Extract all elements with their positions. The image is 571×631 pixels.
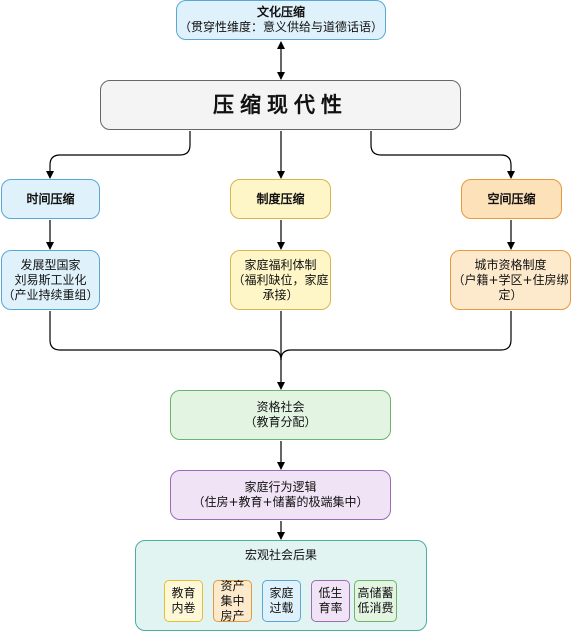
m5-line-1: 高储蓄 bbox=[357, 586, 394, 600]
education-involution-box: 教育 内卷 bbox=[164, 580, 203, 622]
city-line-1: 城市资格制度 bbox=[474, 257, 547, 272]
arrow-main-time bbox=[46, 131, 191, 179]
institution-title: 制度压缩 bbox=[256, 191, 305, 206]
main-title: 压缩现代性 bbox=[213, 92, 348, 117]
space-title: 空间压缩 bbox=[487, 191, 536, 206]
low-fertility-box: 低生 育率 bbox=[311, 580, 350, 622]
dev-line-1: 发展型国家 bbox=[20, 257, 81, 272]
m1-line-2: 内卷 bbox=[171, 601, 196, 615]
family-overload-box: 家庭 过载 bbox=[262, 580, 301, 622]
macro-title: 宏观社会后果 bbox=[244, 548, 317, 562]
m3-line-2: 过载 bbox=[269, 601, 294, 615]
m5-line-2: 低消费 bbox=[357, 601, 394, 615]
m1-line-1: 教育 bbox=[171, 586, 196, 600]
family-subtitle: （住房+教育+储蓄的极端集中） bbox=[192, 495, 369, 509]
family-title: 家庭行为逻辑 bbox=[244, 480, 317, 494]
m2-line-2: 集中 bbox=[220, 593, 245, 608]
culture-title: 文化压缩 bbox=[256, 5, 305, 19]
family-welfare-box: 家庭福利体制 （福利缺位，家庭 承接） bbox=[230, 250, 331, 310]
family-behavior-box: 家庭行为逻辑 （住房+教育+储蓄的极端集中） bbox=[170, 470, 391, 520]
qual-subtitle: （教育分配） bbox=[244, 415, 317, 429]
dev-line-3: （产业持续重组） bbox=[2, 287, 99, 302]
welfare-line-3: 承接） bbox=[262, 287, 299, 302]
m2-line-3: 房产 bbox=[220, 608, 245, 623]
city-line-3: 定） bbox=[498, 287, 523, 302]
compressed-modernity-box: 压缩现代性 bbox=[100, 80, 461, 130]
high-savings-box: 高储蓄 低消费 bbox=[354, 580, 397, 622]
welfare-line-2: （福利缺位，家庭 bbox=[232, 272, 329, 287]
space-compression-box: 空间压缩 bbox=[461, 179, 562, 219]
culture-compression-box: 文化压缩 （贯穿性维度：意义供给与道德话语） bbox=[176, 0, 386, 40]
dev-line-2: 刘易斯工业化 bbox=[14, 272, 87, 287]
m3-line-1: 家庭 bbox=[269, 586, 294, 600]
time-compression-box: 时间压缩 bbox=[1, 179, 100, 219]
welfare-line-1: 家庭福利体制 bbox=[244, 257, 317, 272]
m4-line-2: 育率 bbox=[318, 601, 343, 615]
m4-line-1: 低生 bbox=[318, 586, 343, 600]
city-line-2: （户籍+学区+住房绑 bbox=[452, 272, 569, 287]
urban-qualification-box: 城市资格制度 （户籍+学区+住房绑 定） bbox=[450, 250, 571, 310]
asset-concentration-box: 资产 集中 房产 bbox=[213, 578, 252, 623]
institution-compression-box: 制度压缩 bbox=[230, 179, 331, 219]
merge-left bbox=[49, 311, 282, 361]
qual-title: 资格社会 bbox=[256, 400, 305, 414]
qualification-society-box: 资格社会 （教育分配） bbox=[170, 390, 391, 440]
arrow-main-space bbox=[370, 131, 515, 179]
m2-line-1: 资产 bbox=[220, 578, 245, 593]
developmental-state-box: 发展型国家 刘易斯工业化 （产业持续重组） bbox=[1, 250, 100, 310]
culture-subtitle: （贯穿性维度：意义供给与道德话语） bbox=[178, 20, 383, 34]
time-title: 时间压缩 bbox=[26, 191, 75, 206]
merge-right bbox=[280, 311, 512, 361]
